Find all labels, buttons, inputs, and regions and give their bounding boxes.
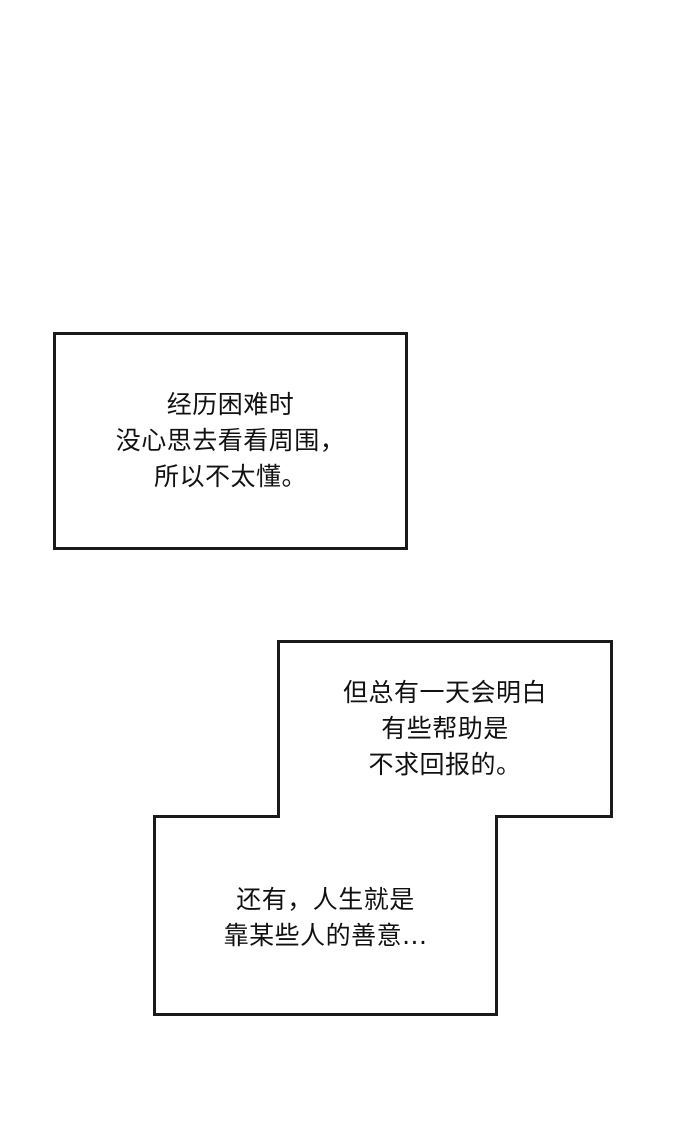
speech-line: 经历困难时 xyxy=(166,390,295,419)
speech-panel-one: 经历困难时 没心思去看看周围， 所以不太懂。 xyxy=(53,332,408,550)
speech-line: 所以不太懂。 xyxy=(153,462,307,491)
speech-line: 不求回报的。 xyxy=(368,750,522,779)
speech-line: 没心思去看看周围， xyxy=(115,426,346,455)
speech-panel-two-text: 但总有一天会明白 有些帮助是 不求回报的。 xyxy=(280,675,610,783)
speech-panel-one-text: 经历困难时 没心思去看看周围， 所以不太懂。 xyxy=(56,387,405,495)
speech-panel-three: 还有，人生就是 靠某些人的善意... xyxy=(153,815,498,1016)
panel-seam-mask xyxy=(280,812,495,820)
speech-line: 有些帮助是 xyxy=(381,714,509,743)
speech-panel-two: 但总有一天会明白 有些帮助是 不求回报的。 xyxy=(277,640,613,818)
speech-line: 靠某些人的善意... xyxy=(223,921,428,950)
speech-line: 还有，人生就是 xyxy=(236,885,415,914)
speech-panel-three-text: 还有，人生就是 靠某些人的善意... xyxy=(156,882,495,954)
speech-line: 但总有一天会明白 xyxy=(342,678,547,707)
